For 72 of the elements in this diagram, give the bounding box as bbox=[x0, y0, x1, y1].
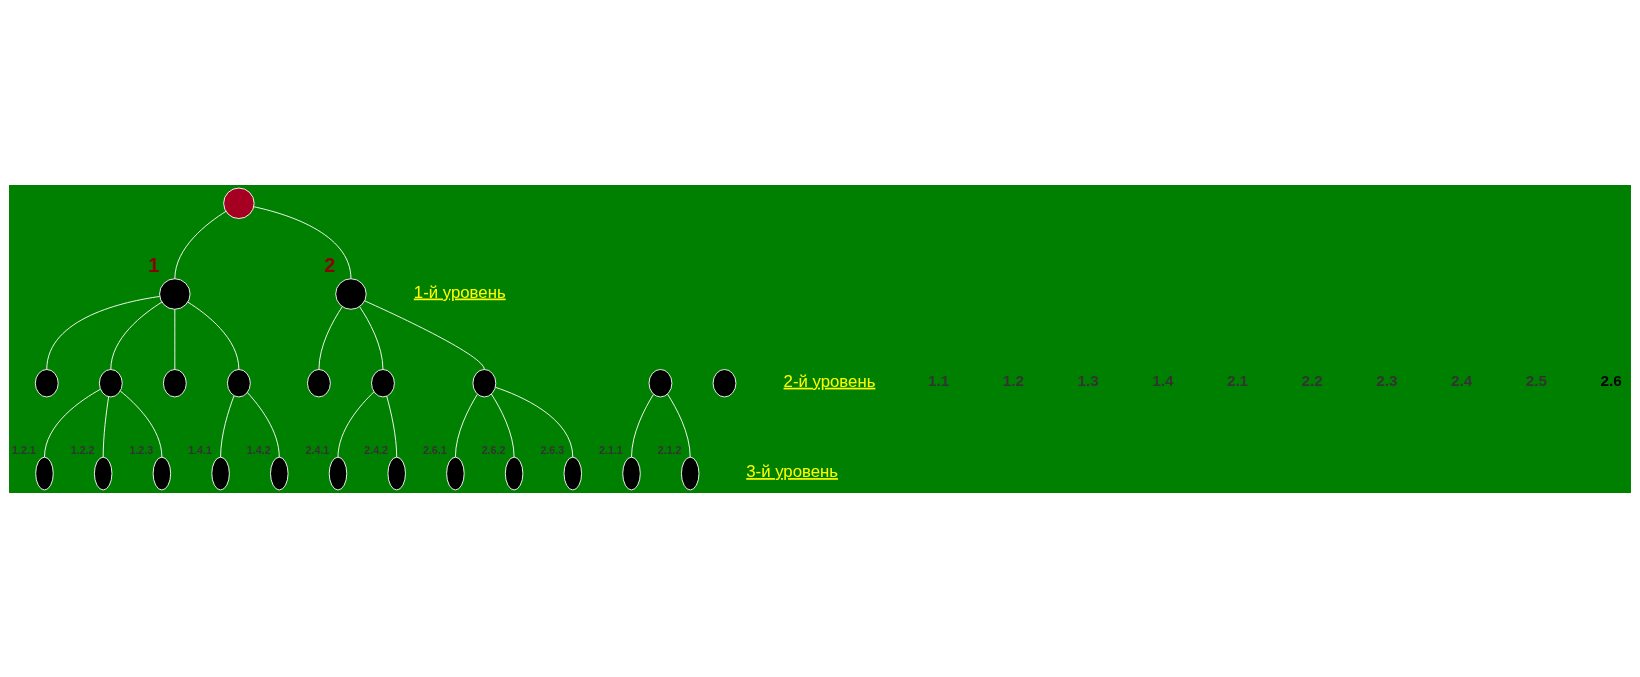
node-ellipse bbox=[387, 456, 406, 490]
node-label: 1.2.3 bbox=[129, 443, 154, 456]
connector bbox=[337, 391, 375, 458]
node-ellipse bbox=[307, 368, 331, 397]
node-label: 1.4.2 bbox=[246, 443, 271, 456]
node-ellipse bbox=[162, 368, 187, 397]
label: 2-й уровень bbox=[783, 371, 876, 391]
connector bbox=[174, 308, 176, 370]
node-ellipse bbox=[328, 456, 348, 490]
node-label: 1.4.1 bbox=[188, 443, 212, 456]
label: 2.3 bbox=[1376, 371, 1398, 389]
connector bbox=[318, 305, 343, 370]
node-label: 2.4.2 bbox=[364, 443, 388, 456]
label: 2.4 bbox=[1451, 371, 1473, 389]
connector bbox=[495, 386, 574, 458]
node-circle bbox=[159, 277, 191, 310]
connector bbox=[119, 390, 163, 458]
label: 1.2 bbox=[1002, 371, 1024, 389]
node-ellipse bbox=[563, 456, 583, 490]
node-label: 2.1.2 bbox=[657, 443, 682, 456]
connector bbox=[174, 210, 227, 279]
connector bbox=[359, 305, 384, 370]
connector bbox=[220, 394, 235, 458]
node-ellipse bbox=[270, 456, 289, 490]
node-ellipse bbox=[712, 368, 737, 397]
label: 1.1 bbox=[928, 371, 950, 389]
node-ellipse bbox=[35, 456, 54, 490]
node-ellipse bbox=[371, 368, 395, 397]
label: 2.2 bbox=[1301, 371, 1323, 389]
node-label: 1.2.1 bbox=[12, 443, 36, 456]
node-label: 2.4.1 bbox=[305, 443, 330, 456]
node-label: 2.6.2 bbox=[481, 443, 506, 456]
node-ellipse bbox=[504, 456, 524, 490]
node-circle bbox=[223, 187, 255, 219]
label: 1.3 bbox=[1077, 371, 1099, 389]
connector bbox=[44, 388, 101, 458]
node-ellipse bbox=[227, 368, 251, 397]
node-ellipse bbox=[211, 456, 230, 490]
node-label: 1 bbox=[148, 253, 160, 276]
node-ellipse bbox=[472, 368, 497, 397]
connector bbox=[631, 393, 654, 458]
connector bbox=[102, 395, 110, 458]
node-label: 2.6.1 bbox=[422, 443, 447, 456]
label: 1.4 bbox=[1152, 371, 1174, 389]
node-circle bbox=[335, 277, 367, 310]
label: 1-й уровень bbox=[413, 282, 506, 302]
node-ellipse bbox=[622, 456, 641, 490]
node-ellipse bbox=[446, 456, 465, 490]
connector bbox=[364, 299, 485, 370]
node-label: 2.6.3 bbox=[540, 443, 565, 456]
label: 2.5 bbox=[1525, 371, 1547, 389]
node-label: 1.2.2 bbox=[70, 443, 95, 456]
label: 2.6 bbox=[1600, 371, 1622, 389]
connector bbox=[454, 393, 478, 458]
node-ellipse bbox=[648, 368, 673, 397]
connector bbox=[667, 393, 691, 458]
node-ellipse bbox=[34, 368, 59, 397]
node-label: 2.1.1 bbox=[599, 443, 623, 456]
label: 3-й уровень bbox=[746, 461, 839, 481]
node-ellipse bbox=[93, 456, 113, 490]
connector bbox=[187, 301, 240, 370]
connector bbox=[253, 205, 352, 279]
label: 2.1 bbox=[1226, 371, 1249, 389]
node-ellipse bbox=[152, 456, 172, 490]
connector bbox=[46, 295, 161, 370]
node-label: 2 bbox=[324, 253, 336, 276]
connector bbox=[247, 391, 280, 458]
connector bbox=[386, 395, 398, 458]
connector bbox=[110, 301, 163, 370]
node-ellipse bbox=[681, 456, 700, 490]
connector bbox=[490, 393, 515, 458]
node-ellipse bbox=[98, 368, 123, 397]
